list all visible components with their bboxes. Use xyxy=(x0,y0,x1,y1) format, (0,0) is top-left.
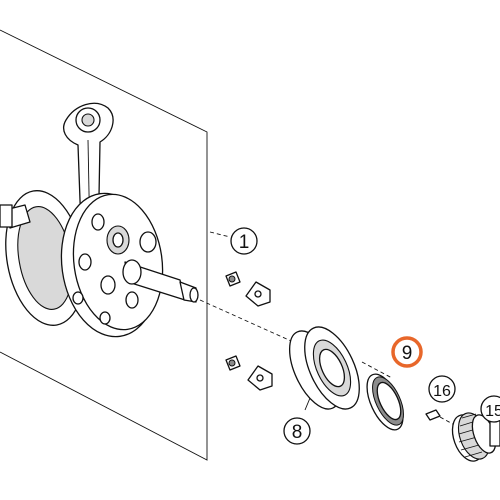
callout-label: 16 xyxy=(433,383,451,400)
callout-circle xyxy=(428,375,456,403)
crankshaft-drawing xyxy=(0,102,199,338)
key-drawing xyxy=(425,409,441,421)
callout-key: 16 xyxy=(428,375,456,403)
callout-primary-gear: 15 xyxy=(480,395,500,423)
callout-seal-ring: 9 xyxy=(391,336,423,368)
callout-label: 9 xyxy=(402,343,413,364)
callout-label: 15 xyxy=(485,403,500,420)
assembly-panel-outline xyxy=(0,29,208,461)
seal-ring-drawing xyxy=(366,373,404,431)
callout-circle xyxy=(480,395,500,423)
pin-parts xyxy=(225,271,273,391)
callout-main-bearing: 8 xyxy=(283,417,311,445)
main-bearing-drawing xyxy=(288,326,360,410)
callout-circle xyxy=(283,417,311,445)
callout-circle xyxy=(230,227,258,255)
callout-label: 1 xyxy=(239,232,250,253)
leader-lines xyxy=(199,231,461,429)
primary-gear-drawing xyxy=(451,412,500,462)
callout-circle-highlighted xyxy=(391,336,423,368)
callout-crankshaft: 1 xyxy=(230,227,258,255)
callout-label: 8 xyxy=(292,422,303,443)
